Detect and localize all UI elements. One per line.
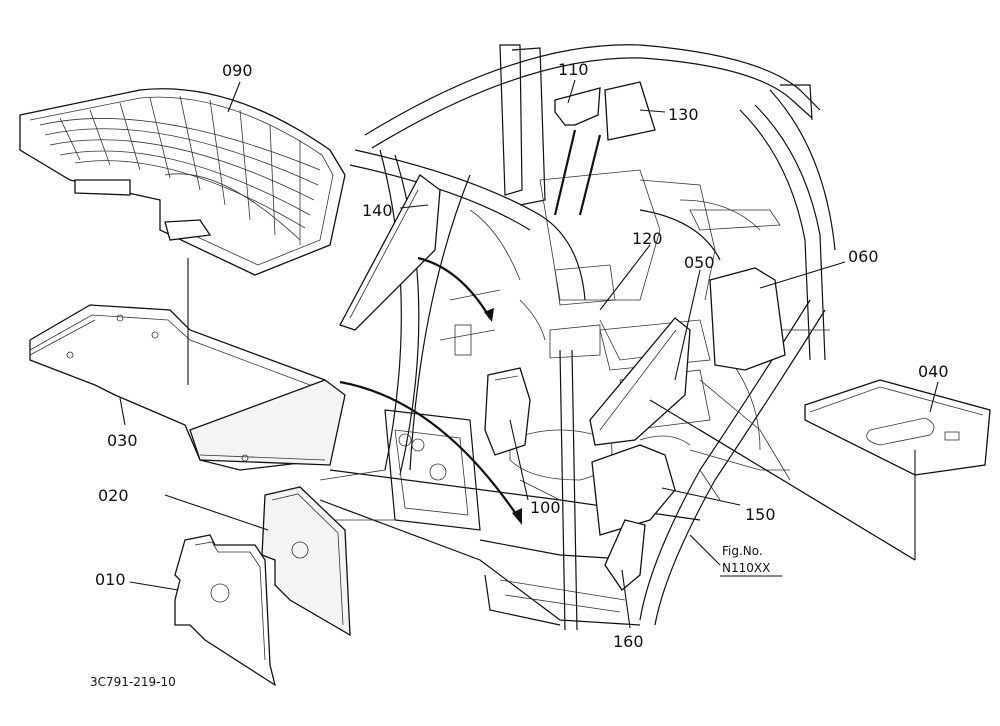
callout-050: 050 — [684, 253, 715, 272]
part-040-mat — [804, 379, 991, 476]
figure-label: Fig.No. — [722, 544, 763, 558]
part-150-panel — [591, 444, 676, 536]
assembly-arrows — [339, 129, 602, 525]
callout-030: 030 — [107, 431, 138, 450]
callout-160: 160 — [613, 632, 644, 651]
callout-010: 010 — [95, 570, 126, 589]
callout-110: 110 — [558, 60, 589, 79]
part-020-panel — [261, 486, 351, 637]
callout-100: 100 — [530, 498, 561, 517]
callout-140: 140 — [362, 201, 393, 220]
part-160-panel — [604, 519, 646, 591]
callout-120: 120 — [632, 229, 663, 248]
callout-040: 040 — [918, 362, 949, 381]
drawing-code: 3C791-219-10 — [90, 675, 176, 689]
cab-frame — [319, 44, 836, 631]
part-050-panel — [589, 317, 691, 446]
callout-150: 150 — [745, 505, 776, 524]
part-060-panel — [709, 267, 786, 371]
part-090-mat — [19, 88, 346, 276]
part-110-panel — [554, 87, 601, 126]
callout-130: 130 — [668, 105, 699, 124]
leader-lines — [119, 79, 939, 629]
callout-090: 090 — [222, 61, 253, 80]
part-010-panel — [174, 534, 277, 687]
part-140-panel — [339, 174, 441, 331]
part-030-mat — [29, 304, 346, 471]
part-100-panel — [484, 367, 531, 456]
callout-020: 020 — [98, 486, 129, 505]
figure-number: N110XX — [722, 561, 770, 575]
part-130-panel — [604, 81, 656, 141]
callout-060: 060 — [848, 247, 879, 266]
